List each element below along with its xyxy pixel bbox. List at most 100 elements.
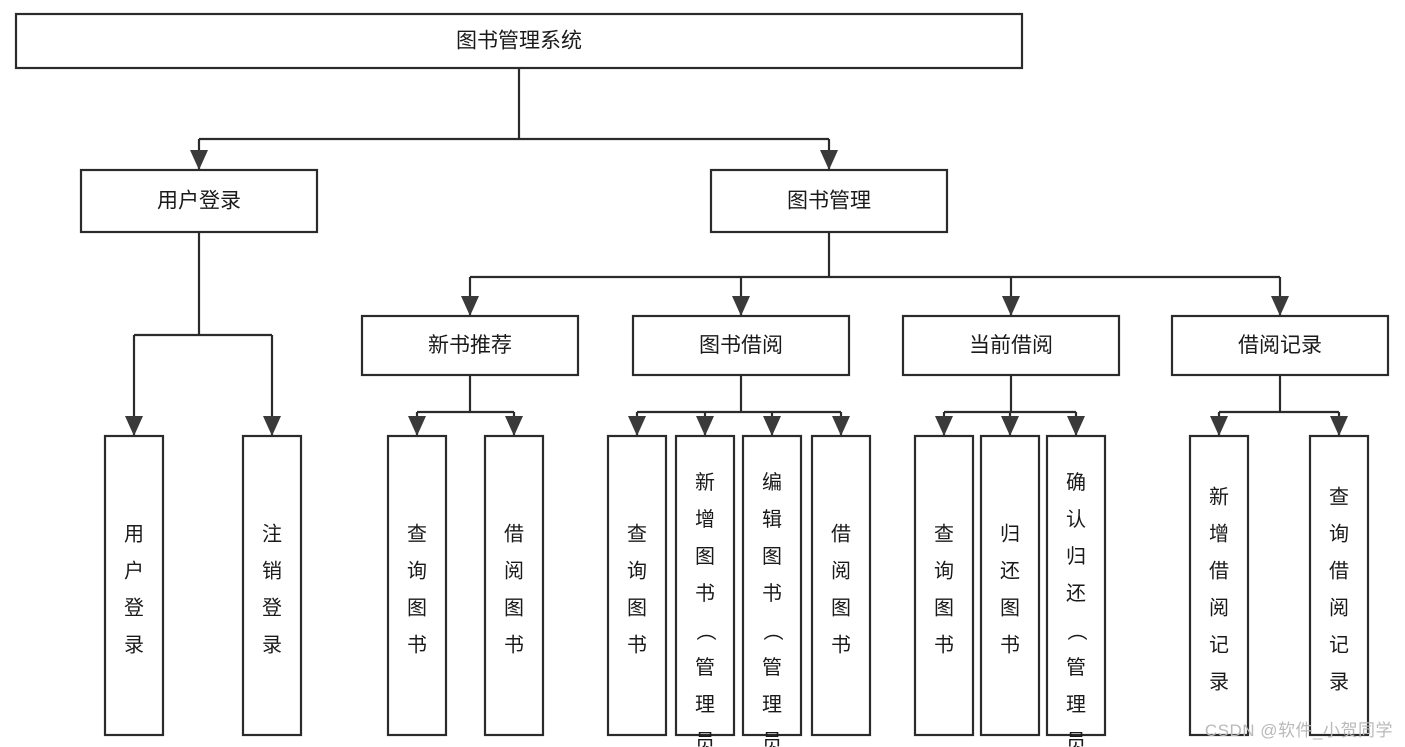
leaf-label-char: 新 xyxy=(1209,485,1229,508)
node-box xyxy=(741,434,803,737)
level2-node-图书管理[interactable]: 图书管理 xyxy=(709,168,949,234)
leaf-label-char: 户 xyxy=(124,559,144,582)
leaf-label-char: 归 xyxy=(1066,545,1086,568)
leaf-label-char: 阅 xyxy=(1209,596,1229,619)
node-box xyxy=(386,434,448,737)
leaf-label-char: 管 xyxy=(695,656,715,679)
leaf-label-char: 阅 xyxy=(831,559,851,582)
node-box xyxy=(901,314,1121,377)
leaf-label-char: 注 xyxy=(262,522,282,545)
leaf-label-char: （ xyxy=(1065,621,1088,641)
arrow-head xyxy=(190,150,208,170)
node-label: 图书管理系统 xyxy=(456,30,582,53)
leaf-label-char: 销 xyxy=(262,559,282,582)
leaf-label-char: 借 xyxy=(1209,559,1229,582)
level3-node-借阅记录[interactable]: 借阅记录 xyxy=(1170,314,1390,377)
leaf-label-char: （ xyxy=(761,621,784,641)
arrow-head xyxy=(628,416,646,436)
node-label: 用户登录 xyxy=(157,190,241,213)
leaf-label-char: 员 xyxy=(1066,731,1086,747)
leaf-label-char: 增 xyxy=(1209,522,1229,545)
leaf-label-char: 图 xyxy=(831,597,851,619)
leaf-label-char: 还 xyxy=(1066,582,1086,605)
node-box xyxy=(913,434,975,737)
node-box xyxy=(360,314,580,377)
arrow-head xyxy=(832,416,850,436)
leaf-label-char: 图 xyxy=(504,597,524,619)
leaf-label-char: 用 xyxy=(124,523,144,545)
arrow-head xyxy=(1002,296,1020,316)
arrow-head xyxy=(461,296,479,316)
root-node-图书管理系统[interactable]: 图书管理系统 xyxy=(14,12,1024,70)
node-box xyxy=(674,434,736,737)
leaf-label-char: 书 xyxy=(831,633,851,656)
arrow-head xyxy=(408,416,426,436)
node-box xyxy=(1170,314,1390,377)
leaf-label-char: 查 xyxy=(407,522,427,545)
level3-node-图书借阅[interactable]: 图书借阅 xyxy=(631,314,851,377)
leaf-label-char: 员 xyxy=(762,731,782,747)
arrow-head xyxy=(935,416,953,436)
leaf-label-char: 借 xyxy=(1329,559,1349,582)
arrow-head xyxy=(125,416,143,436)
leaf-label-char: 编 xyxy=(762,471,782,494)
leaf-label-char: 书 xyxy=(934,633,954,656)
level3-node-当前借阅[interactable]: 当前借阅 xyxy=(901,314,1121,377)
leaf-label-char: 理 xyxy=(762,694,782,716)
node-box xyxy=(483,434,545,737)
node-box xyxy=(606,434,668,737)
leaf-label-char: 录 xyxy=(124,634,144,656)
leaf-label-char: 查 xyxy=(627,522,647,545)
level3-node-新书推荐[interactable]: 新书推荐 xyxy=(360,314,580,377)
node-label: 借阅记录 xyxy=(1238,334,1322,357)
node-box xyxy=(979,434,1041,737)
leaf-label-char: 图 xyxy=(627,597,647,619)
leaf-label-char: 确 xyxy=(1066,471,1086,494)
leaf-label-char: 图 xyxy=(934,597,954,619)
node-layer: 图书管理系统用户登录图书管理新书推荐图书借阅当前借阅借阅记录用户登录注销登录查询… xyxy=(14,12,1390,747)
leaf-node-用户登录-0[interactable]: 用户登录 xyxy=(103,434,165,737)
leaf-label-char: 记 xyxy=(1329,633,1349,656)
arrow-head xyxy=(1271,296,1289,316)
node-label: 当前借阅 xyxy=(969,334,1053,357)
level2-node-用户登录[interactable]: 用户登录 xyxy=(79,168,319,234)
arrow-head xyxy=(1067,416,1085,436)
node-box xyxy=(810,434,872,737)
leaf-label-char: 图 xyxy=(407,597,427,619)
leaf-label-char: 理 xyxy=(1066,694,1086,716)
leaf-label-char: 询 xyxy=(627,559,647,582)
leaf-label-char: 理 xyxy=(695,694,715,716)
leaf-label-char: 录 xyxy=(262,634,282,656)
arrow-head xyxy=(1210,416,1228,436)
node-box xyxy=(14,12,1024,70)
leaf-label-char: 增 xyxy=(695,508,715,531)
node-box xyxy=(1045,434,1107,737)
leaf-label-char: （ xyxy=(694,621,717,641)
leaf-label-char: 阅 xyxy=(504,559,524,582)
leaf-label-char: 书 xyxy=(504,633,524,656)
leaf-label-char: 借 xyxy=(831,522,851,545)
leaf-label-char: 记 xyxy=(1209,633,1229,656)
leaf-label-char: 书 xyxy=(762,582,782,605)
